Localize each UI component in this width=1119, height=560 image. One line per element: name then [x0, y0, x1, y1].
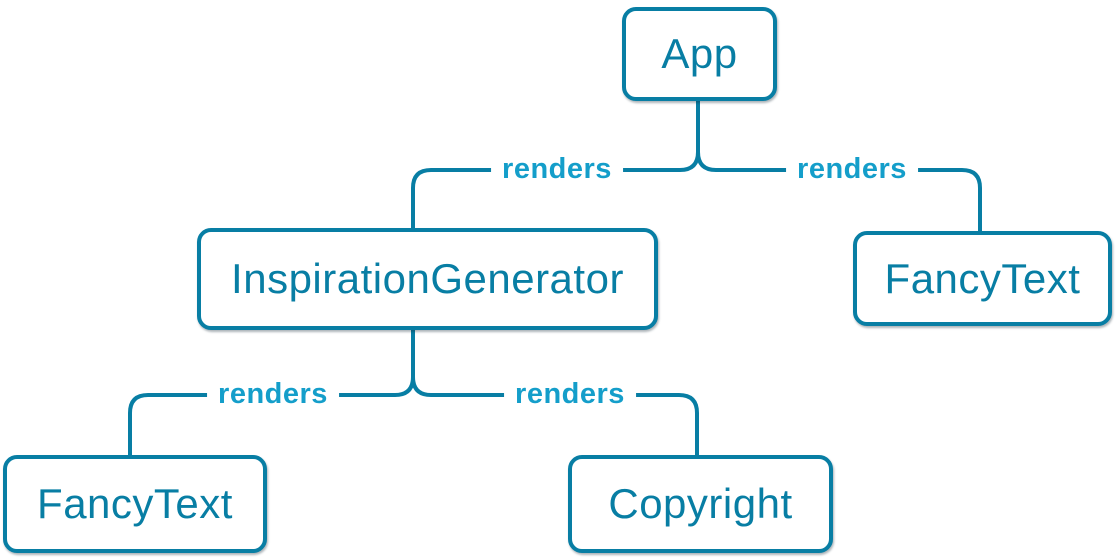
node-app-label: App — [661, 30, 738, 77]
edge-label-renders-app-inspirationgenerator: renders — [491, 153, 623, 186]
edge-label-renders-inspirationgenerator-copyright: renders — [504, 378, 636, 411]
edge-label-renders-inspirationgenerator-fancytext: renders — [207, 378, 339, 411]
node-fancy-text-bottom-label: FancyText — [37, 480, 233, 527]
node-fancy-text-top-label: FancyText — [884, 254, 1081, 302]
node-fancy-text-top: FancyText — [853, 231, 1112, 326]
node-inspiration-generator-label: InspirationGenerator — [231, 255, 624, 302]
node-app: App — [622, 7, 777, 101]
node-inspiration-generator: InspirationGenerator — [197, 228, 658, 330]
node-fancy-text-bottom: FancyText — [3, 455, 267, 553]
edge-label-renders-app-fancytext: renders — [786, 153, 918, 186]
node-copyright: Copyright — [568, 455, 833, 553]
node-copyright-label: Copyright — [608, 480, 793, 527]
